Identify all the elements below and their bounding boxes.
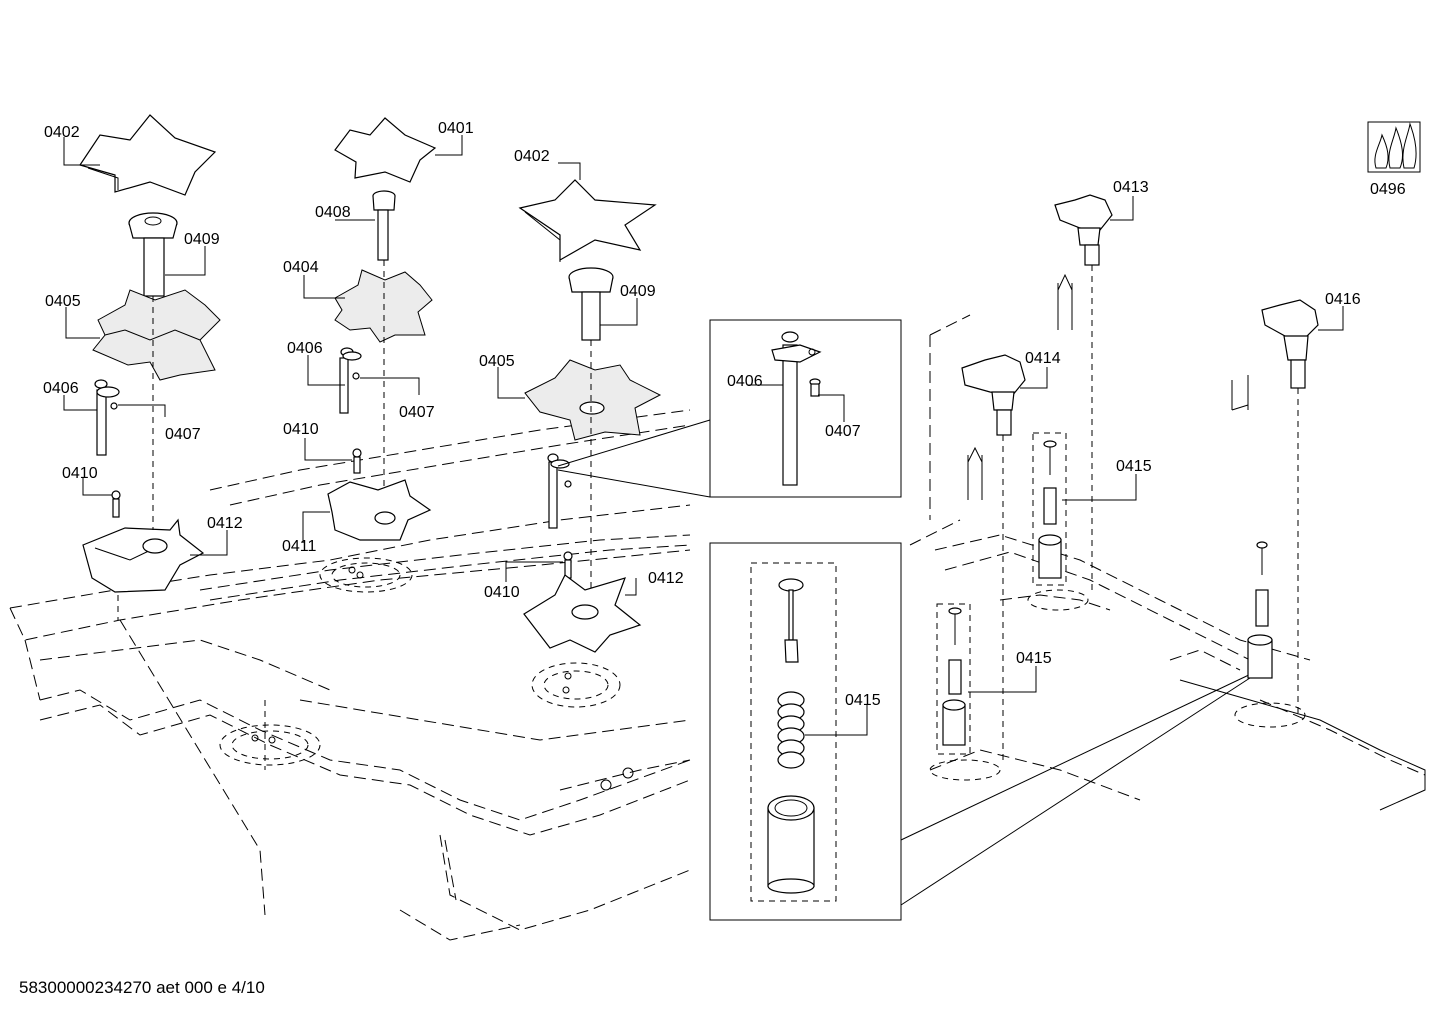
label-0416: 0416: [1325, 291, 1361, 308]
screw-small: [809, 378, 821, 397]
label-0496: 0496: [1370, 181, 1406, 198]
callout-labels: 0402 0409 0405 0406 0407 0410 0412 0401 …: [43, 120, 1406, 709]
label-0409: 0409: [184, 231, 220, 248]
label-0406: 0406: [43, 380, 79, 397]
label-0408: 0408: [315, 204, 351, 221]
label-0402: 0402: [44, 124, 80, 141]
burner-base: [82, 518, 205, 593]
document-footer-code: 58300000234270 aet 000 e 4/10: [19, 978, 265, 997]
label-0412: 0412: [207, 515, 243, 532]
label-0410: 0410: [62, 465, 98, 482]
label-0409: 0409: [620, 283, 656, 300]
label-0407: 0407: [399, 404, 435, 421]
label-0414: 0414: [1025, 350, 1061, 367]
spring: [777, 691, 805, 769]
cap-screw-large: [128, 212, 178, 297]
hob-base-right: [909, 314, 1426, 811]
label-0405: 0405: [45, 293, 81, 310]
detail-box-spring-assembly: [709, 542, 1254, 921]
hob-base: [9, 409, 691, 941]
screw-long: [352, 448, 362, 474]
screw-long: [111, 490, 121, 518]
spring-assembly-b: [936, 603, 971, 755]
label-0402: 0402: [514, 148, 550, 165]
detail-box-thermocouple: [557, 319, 902, 498]
tap-0416: [1231, 299, 1319, 715]
label-0415: 0415: [1016, 650, 1052, 667]
screw-long: [563, 551, 573, 579]
screw-small: [110, 402, 118, 410]
pin: [778, 578, 804, 663]
label-0404: 0404: [283, 259, 319, 276]
label-0411: 0411: [282, 538, 317, 555]
gas-flame-icon: [1367, 121, 1421, 173]
burner-1: [79, 114, 266, 770]
label-0406: 0406: [727, 373, 763, 390]
leader-lines: [63, 135, 1344, 736]
cap-screw-small: [372, 190, 396, 261]
flame-spreader: [92, 289, 221, 381]
flame-spreader: [524, 359, 662, 441]
label-0407: 0407: [165, 426, 201, 443]
spring-assembly-a: [1032, 432, 1067, 586]
label-0407: 0407: [825, 423, 861, 440]
thermocouple: [96, 389, 107, 456]
sleeve: [767, 795, 815, 894]
label-0405: 0405: [479, 353, 515, 370]
spring-assembly-c: [1247, 541, 1273, 679]
cap-screw-large: [568, 267, 614, 341]
label-0401: 0401: [438, 120, 474, 137]
burner-3: [518, 179, 662, 653]
label-0406: 0406: [287, 340, 323, 357]
tap-0413: [1054, 194, 1113, 595]
label-0413: 0413: [1113, 179, 1149, 196]
burner-2: [327, 117, 437, 541]
burner-cap-large: [518, 179, 657, 262]
label-0410: 0410: [484, 584, 520, 601]
thermocouple: [548, 461, 558, 529]
label-0412: 0412: [648, 570, 684, 587]
burner-base-small: [327, 479, 432, 541]
label-0415: 0415: [845, 692, 881, 709]
label-0410: 0410: [283, 421, 319, 438]
burner-cap-small: [334, 117, 437, 183]
tap-0414: [961, 354, 1026, 765]
label-0415: 0415: [1116, 458, 1152, 475]
burner-cap-large: [79, 114, 217, 196]
